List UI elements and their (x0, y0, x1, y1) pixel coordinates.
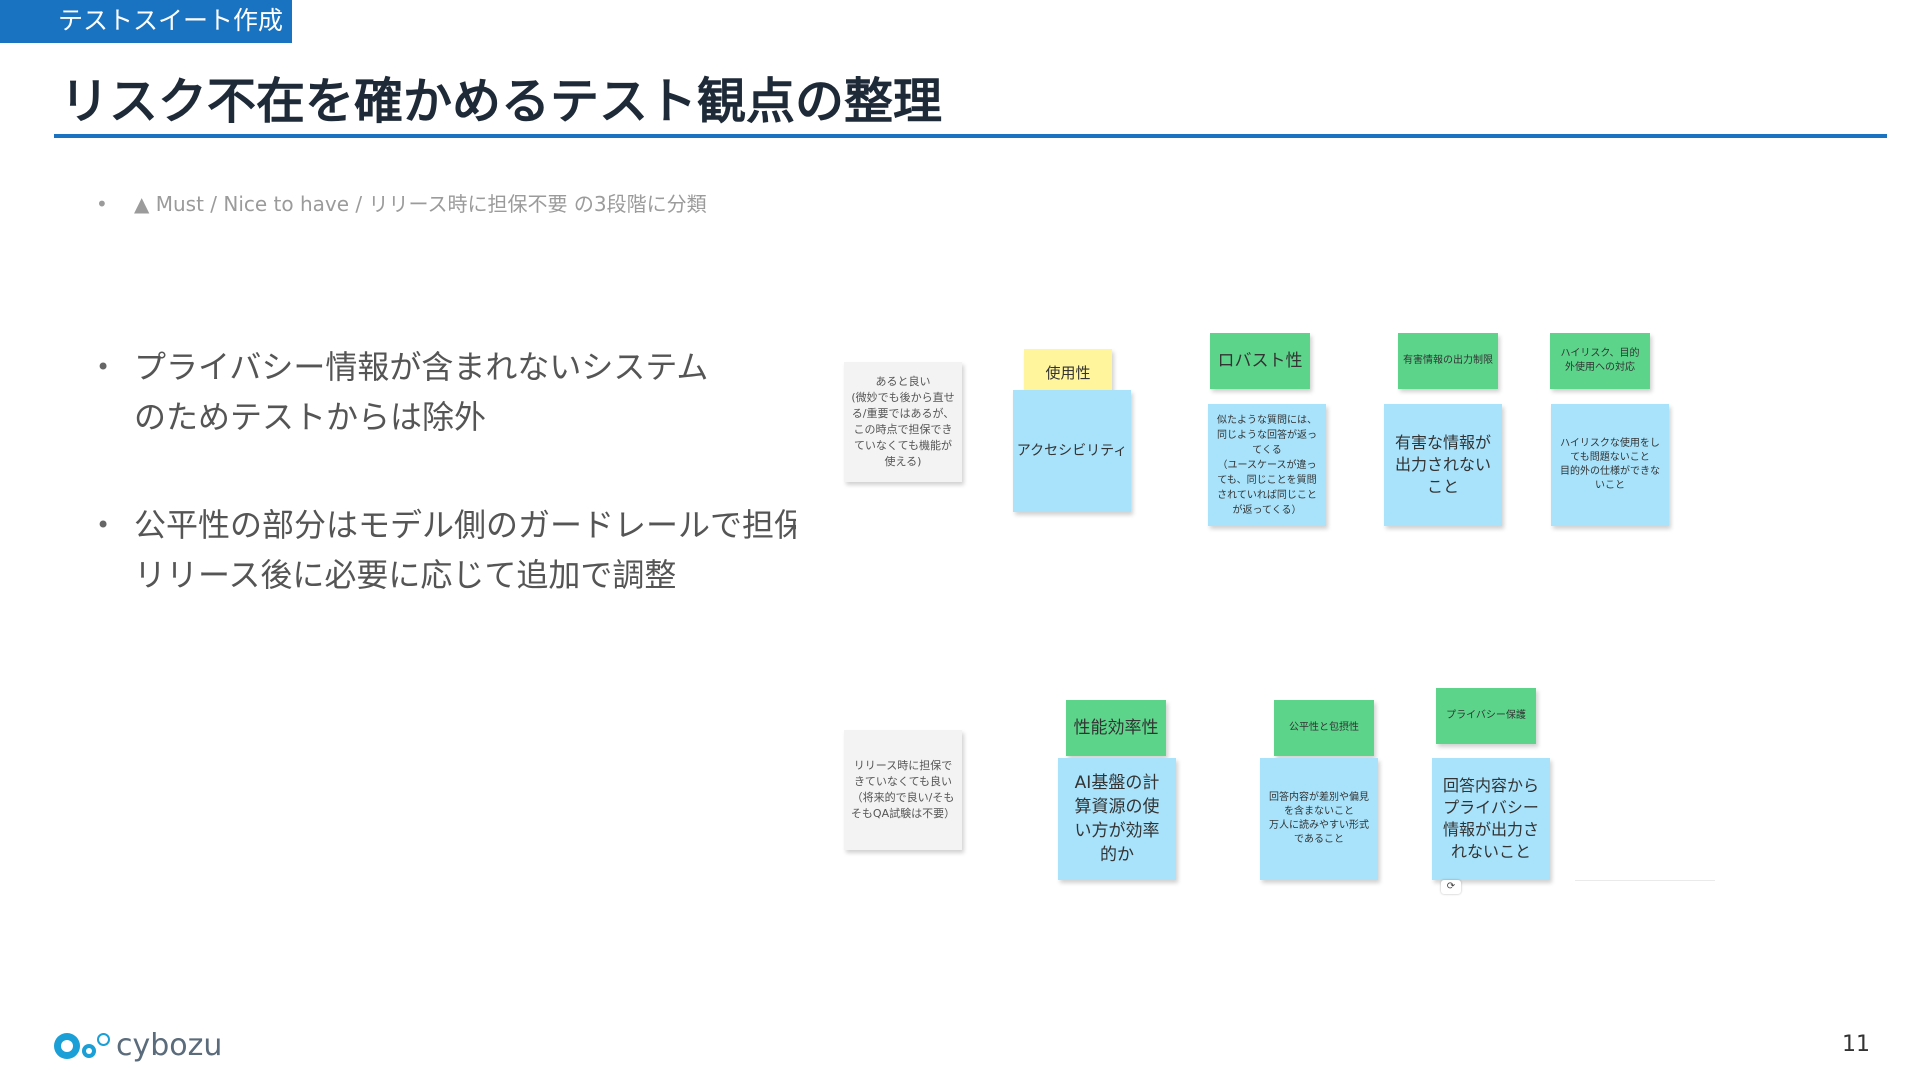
bullet-line: リリース後に必要に応じて追加で調整 (134, 556, 677, 594)
bullet-privacy-excluded: • プライバシー情報が含まれないシステム のためテストからは除外 (96, 342, 796, 442)
bullet-line: プライバシー情報が含まれないシステム (134, 348, 709, 386)
bullet-mark: • (96, 511, 111, 539)
logo-ring-icon (97, 1033, 110, 1046)
sticky-fairness-item: 回答内容が差別や偏見を含まないこと 万人に読みやすい形式であること (1260, 758, 1378, 880)
sticky-harmful-item: 有害な情報が出力されないこと (1384, 404, 1502, 526)
note-text: ▲ Must / Nice to have / リリース時に担保不要 の3段階に… (134, 192, 707, 216)
sticky-usability-title: 使用性 (1024, 349, 1112, 395)
sticky-link-icon: ⟳ (1441, 880, 1461, 894)
logo-circle-icon (82, 1043, 96, 1058)
sticky-privacy-title: プライバシー保護 (1436, 688, 1536, 744)
sticky-highrisk-item: ハイリスクな使用をしても問題ないこと 目的外の仕様ができないこと (1551, 404, 1669, 526)
title-divider (54, 134, 1887, 138)
bullet-fairness-guardrail: • 公平性の部分はモデル側のガードレールで担保 リリース後に必要に応じて追加で調… (96, 500, 796, 600)
page-number: 11 (1842, 1032, 1870, 1057)
note-bullet: • (96, 192, 108, 216)
cybozu-logo: cybozu (54, 1028, 222, 1063)
sticky-efficiency-item: AI基盤の計算資源の使い方が効率的か (1058, 758, 1176, 880)
bullet-mark: • (96, 353, 111, 381)
logo-wordmark: cybozu (116, 1028, 223, 1063)
sticky-fairness-title: 公平性と包摂性 (1274, 700, 1374, 756)
section-tag: テストスイート作成 (0, 0, 292, 43)
row-label-not-required: リリース時に担保できていなくても良い（将来的で良い/そもそもQA試験は不要） (844, 730, 962, 850)
sticky-robustness-item: 似たような質問には、同じような回答が返ってくる （ユースケースが違っても、同じこ… (1208, 404, 1326, 526)
board-edge-line (1575, 880, 1715, 881)
sticky-usability-item: アクセシビリティ (1013, 390, 1131, 512)
bullet-list: • プライバシー情報が含まれないシステム のためテストからは除外 • 公平性の部… (96, 342, 796, 658)
logo-circle-icon (54, 1032, 80, 1059)
sticky-robustness-title: ロバスト性 (1210, 333, 1310, 389)
sticky-efficiency-title: 性能効率性 (1066, 700, 1166, 756)
bullet-line: のためテストからは除外 (134, 398, 487, 436)
sticky-highrisk-title: ハイリスク、目的外使用への対応 (1550, 333, 1650, 389)
sticky-harmful-title: 有害情報の出力制限 (1398, 333, 1498, 389)
row-label-text: あると良い (微妙でも後から直せる/重要ではあるが、この時点で担保できていなくて… (851, 375, 955, 468)
page-title: リスク不在を確かめるテスト観点の整理 (60, 73, 943, 130)
bullet-line: 公平性の部分はモデル側のガードレールで担保 (134, 506, 796, 544)
sticky-privacy-item: 回答内容からプライバシー情報が出力されないこと (1432, 758, 1550, 880)
classification-note: • ▲ Must / Nice to have / リリース時に担保不要 の3段階… (96, 188, 707, 217)
row-label-nice-to-have: あると良い (微妙でも後から直せる/重要ではあるが、この時点で担保できていなくて… (844, 362, 962, 482)
